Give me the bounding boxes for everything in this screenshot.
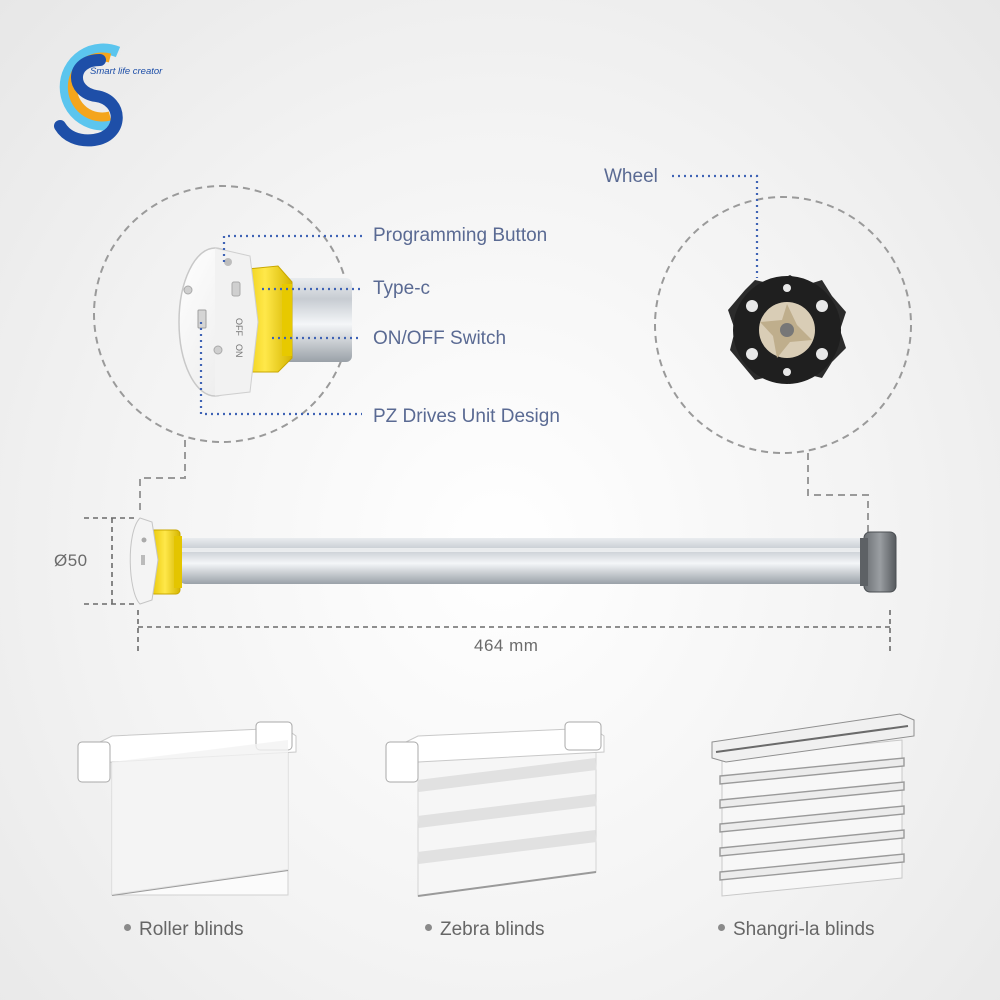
bullet-dot bbox=[718, 924, 725, 932]
callout-wheel: Wheel bbox=[604, 166, 658, 187]
connector-head bbox=[139, 440, 186, 515]
bullet-dot bbox=[425, 924, 432, 932]
connector-wheel bbox=[807, 453, 869, 532]
dimension-length: 464 mm bbox=[474, 636, 539, 655]
roller-blind-illustration bbox=[77, 721, 297, 896]
callout-pz-drives: PZ Drives Unit Design bbox=[373, 406, 560, 427]
dimension-diameter: Ø50 bbox=[54, 551, 88, 570]
caption-text: Zebra blinds bbox=[440, 919, 545, 940]
brand-tagline: Smart life creator bbox=[90, 66, 163, 77]
callout-leaders-left bbox=[199, 234, 362, 416]
caption-zebra-blinds: Zebra blinds bbox=[425, 919, 545, 941]
wheel-detail bbox=[728, 275, 846, 384]
tubular-motor bbox=[129, 517, 897, 605]
brand-logo bbox=[54, 43, 123, 147]
callout-programming-button: Programming Button bbox=[373, 225, 548, 246]
bullet-dot bbox=[124, 924, 131, 932]
shangri-la-blind-illustration bbox=[711, 713, 915, 897]
callout-on-off-switch: ON/OFF Switch bbox=[373, 328, 507, 349]
caption-roller-blinds: Roller blinds bbox=[124, 919, 244, 941]
callout-type-c: Type-c bbox=[373, 278, 431, 299]
motor-head-detail: OFF ON bbox=[178, 247, 352, 397]
caption-shangri-la-blinds: Shangri-la blinds bbox=[718, 919, 875, 941]
caption-text: Roller blinds bbox=[139, 919, 244, 940]
magnify-circle-wheel bbox=[654, 196, 912, 454]
dimension-lines bbox=[84, 517, 891, 652]
zebra-blind-illustration bbox=[385, 721, 605, 897]
on-mark: ON bbox=[234, 344, 244, 358]
callout-leader-wheel bbox=[672, 174, 759, 278]
caption-text: Shangri-la blinds bbox=[733, 919, 875, 940]
off-mark: OFF bbox=[234, 318, 244, 336]
